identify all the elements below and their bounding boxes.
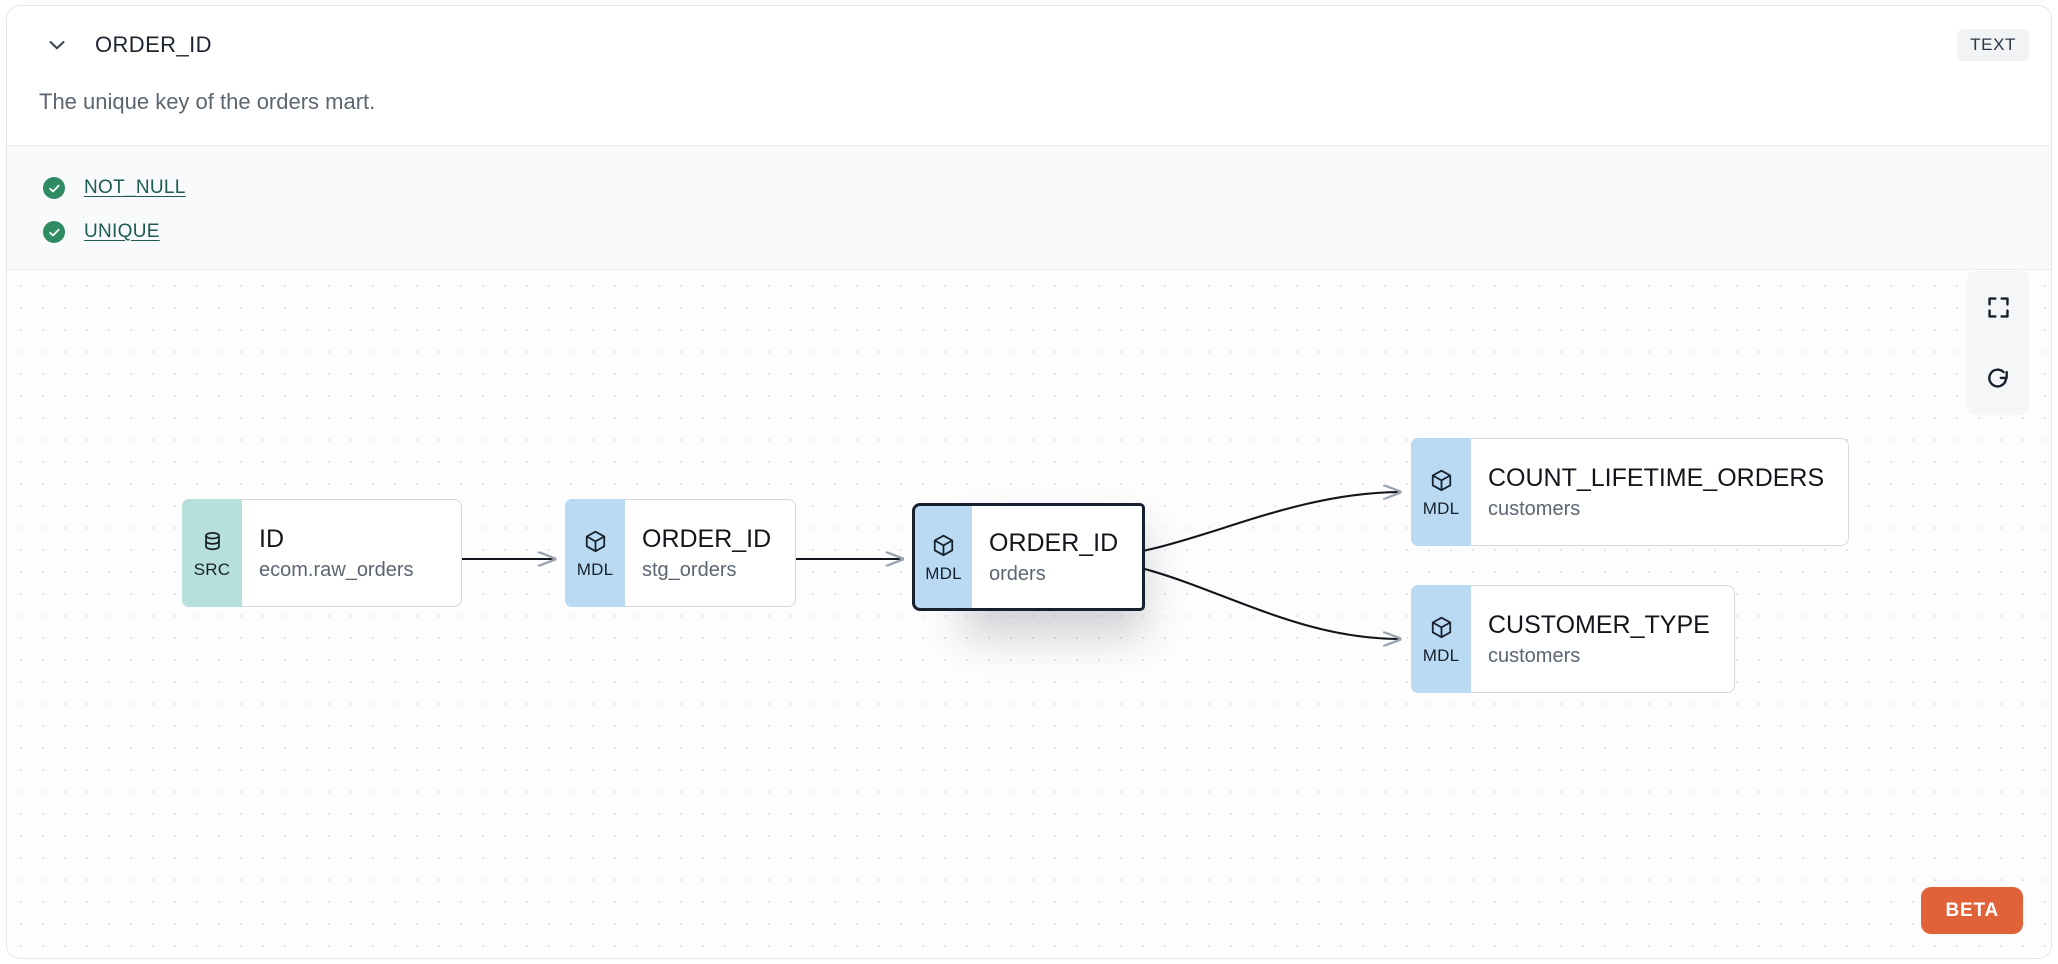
node-parent-name: ecom.raw_orders xyxy=(259,559,414,581)
check-circle-icon xyxy=(43,221,65,243)
node-body: CUSTOMER_TYPE customers xyxy=(1463,585,1735,693)
node-badge-label: MDL xyxy=(1422,498,1460,518)
data-type-badge: TEXT xyxy=(1957,29,2029,61)
card-header: ORDER_ID TEXT The unique key of the orde… xyxy=(7,6,2051,131)
node-type-badge-mdl: MDL xyxy=(565,499,625,607)
header-row: ORDER_ID xyxy=(7,28,2051,62)
node-column-name: CUSTOMER_TYPE xyxy=(1488,611,1710,639)
cube-icon xyxy=(583,529,608,559)
node-type-badge-mdl: MDL xyxy=(912,503,972,611)
node-badge-label: MDL xyxy=(925,563,962,583)
tests-section: NOT_NULL UNIQUE xyxy=(7,145,2051,270)
fullscreen-button[interactable] xyxy=(1967,271,2029,343)
node-parent-name: stg_orders xyxy=(642,559,737,581)
lineage-node-orders-selected[interactable]: MDL ORDER_ID orders xyxy=(912,503,1146,611)
node-column-name: COUNT_LIFETIME_ORDERS xyxy=(1488,464,1825,492)
node-body: ORDER_ID stg_orders xyxy=(617,499,797,607)
node-type-badge-mdl: MDL xyxy=(1411,585,1471,693)
cube-icon xyxy=(1429,615,1454,645)
node-body: ORDER_ID orders xyxy=(962,503,1146,611)
node-parent-name: customers xyxy=(1488,645,1581,667)
fullscreen-icon xyxy=(1986,295,2011,320)
page-title: ORDER_ID xyxy=(95,32,212,57)
cube-icon xyxy=(1429,468,1454,498)
node-parent-name: orders xyxy=(989,563,1046,585)
test-row: NOT_NULL xyxy=(7,166,2051,210)
database-icon xyxy=(200,529,225,559)
node-column-name: ORDER_ID xyxy=(989,529,1119,557)
canvas-toolbar xyxy=(1967,271,2029,415)
lineage-node-customer-type[interactable]: MDL CUSTOMER_TYPE customers xyxy=(1411,585,1735,693)
column-detail-card: ORDER_ID TEXT The unique key of the orde… xyxy=(6,5,2052,959)
refresh-icon xyxy=(1985,366,2011,392)
node-type-badge-mdl: MDL xyxy=(1411,438,1471,546)
node-type-badge-src: SRC xyxy=(182,499,242,607)
lineage-node-src[interactable]: SRC ID ecom.raw_orders xyxy=(182,499,462,607)
node-body: COUNT_LIFETIME_ORDERS customers xyxy=(1463,438,1850,546)
node-badge-label: MDL xyxy=(576,559,614,579)
cube-icon xyxy=(931,533,956,563)
test-link-unique[interactable]: UNIQUE xyxy=(84,221,160,242)
lineage-node-stg-orders[interactable]: MDL ORDER_ID stg_orders xyxy=(565,499,797,607)
node-body: ID ecom.raw_orders xyxy=(234,499,462,607)
lineage-edges xyxy=(461,271,2051,958)
refresh-button[interactable] xyxy=(1967,343,2029,415)
check-circle-icon xyxy=(43,177,65,199)
column-description: The unique key of the orders mart. xyxy=(39,89,376,114)
test-row: UNIQUE xyxy=(7,210,2051,254)
node-badge-label: SRC xyxy=(193,559,231,579)
lineage-canvas[interactable]: SRC ID ecom.raw_orders xyxy=(7,271,2051,958)
node-parent-name: customers xyxy=(1488,498,1581,520)
chevron-down-icon[interactable] xyxy=(37,28,77,62)
node-badge-label: MDL xyxy=(1422,645,1460,665)
lineage-node-count-lifetime-orders[interactable]: MDL COUNT_LIFETIME_ORDERS customers xyxy=(1411,438,1850,546)
node-column-name: ID xyxy=(259,525,284,553)
beta-badge[interactable]: BETA xyxy=(1921,887,2023,934)
test-link-not-null[interactable]: NOT_NULL xyxy=(84,177,186,198)
node-column-name: ORDER_ID xyxy=(642,525,772,553)
